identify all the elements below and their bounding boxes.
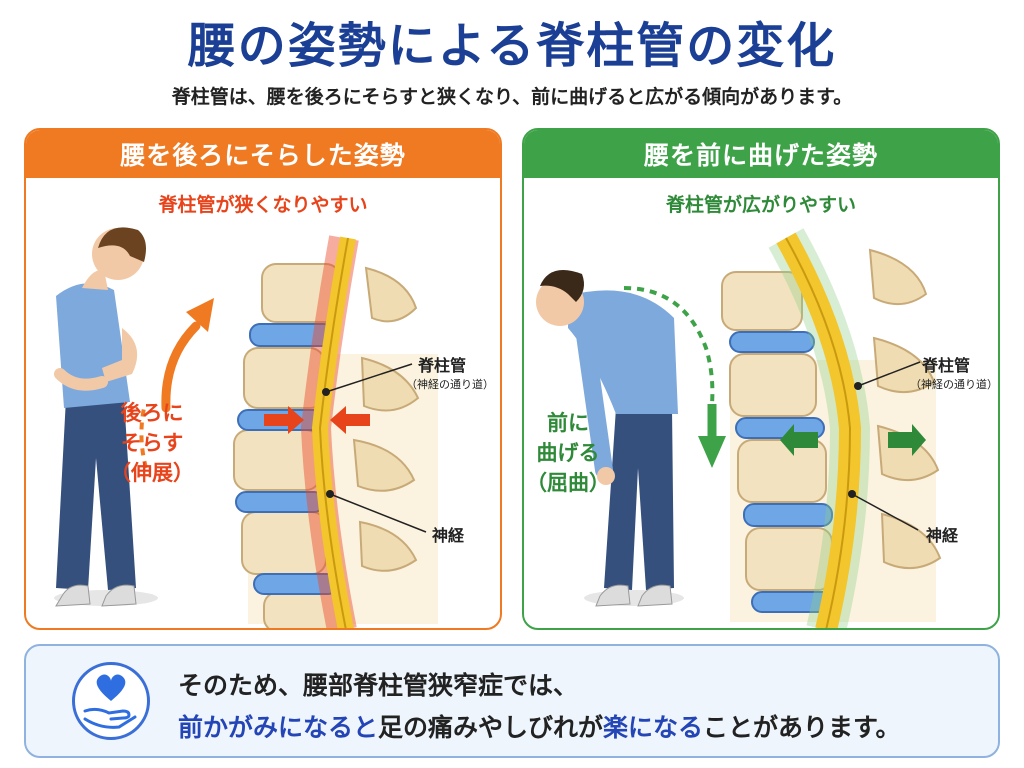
extension-canal-note: （神経の通り道） — [406, 378, 494, 391]
extension-nerve-label: 神経 — [432, 526, 465, 545]
page-title: 腰の姿勢による脊柱管の変化 — [187, 18, 837, 74]
extension-spine-diagram — [233, 235, 438, 628]
heart-hand-icon — [72, 662, 150, 740]
highlight-lean-forward: 前かがみになると — [178, 713, 379, 742]
extension-person-figure — [54, 227, 158, 607]
flexion-person-figure — [536, 270, 684, 607]
flexion-canal-note: （神経の通り道） — [910, 378, 998, 391]
highlight-relief: 楽になる — [603, 713, 704, 742]
flexion-heading: 腰を前に曲げた姿勢 — [524, 130, 998, 178]
conclusion-text-2: ことがあります。 — [703, 713, 901, 742]
page-subtitle: 脊柱管は、腰を後ろにそらすと狭くなり、前に曲げると広がる傾向があります。 — [171, 86, 853, 108]
flexion-panel: 腰を前に曲げた姿勢 脊柱管が広がりやすい — [522, 128, 1000, 630]
flexion-motion-label: 前に 曲げる （屈曲） — [526, 411, 610, 495]
conclusion-line-2: 前かがみになると足の痛みやしびれが楽になることがあります。 — [178, 708, 901, 744]
extension-heading: 腰を後ろにそらした姿勢 — [26, 130, 500, 178]
flexion-spine-diagram — [721, 228, 942, 628]
flexion-illustration — [536, 228, 942, 628]
extension-subheading: 脊柱管が狭くなりやすい — [158, 194, 368, 216]
conclusion-line-1: そのため、腰部脊柱管狭窄症では、 — [178, 671, 579, 700]
extension-panel: 腰を後ろにそらした姿勢 脊柱管が狭くなりやすい — [24, 128, 502, 630]
flexion-nerve-label: 神経 — [926, 526, 959, 545]
conclusion-box: そのため、腰部脊柱管狭窄症では、 前かがみになると足の痛みやしびれが楽になること… — [24, 644, 1000, 758]
flexion-canal-label: 脊柱管 — [922, 356, 971, 375]
extension-illustration — [54, 227, 438, 628]
extension-canal-label: 脊柱管 — [418, 356, 467, 375]
conclusion-text-1: 足の痛みやしびれが — [378, 713, 604, 742]
flexion-subheading: 脊柱管が広がりやすい — [665, 194, 856, 216]
extension-motion-label: 後ろに そらす （伸展） — [110, 401, 194, 485]
